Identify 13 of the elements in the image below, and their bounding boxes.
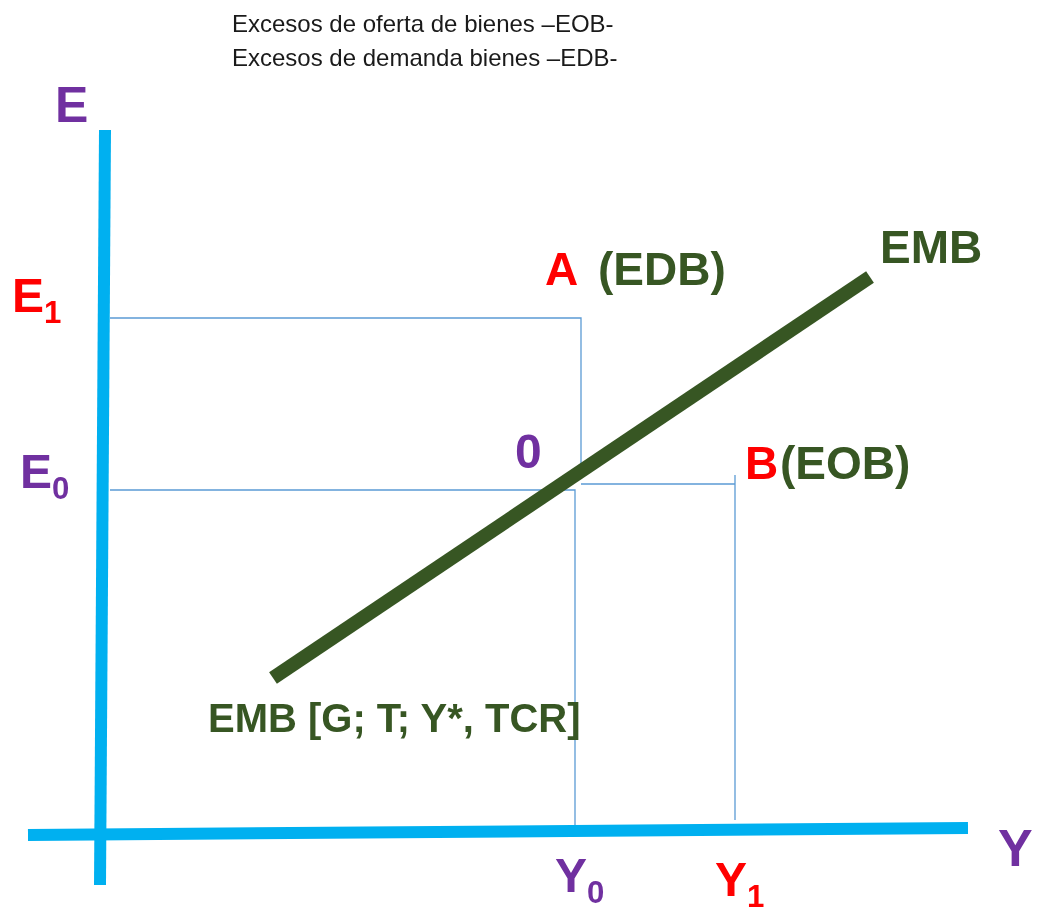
curve-label: EMB [G; T; Y*, TCR] [208,698,581,738]
axis-label: Y [998,822,1033,874]
point-label: B [745,440,779,486]
curve-label: EMB [880,224,983,270]
note-text: Excesos de oferta de bienes –EOB- [232,12,614,36]
tick-label: Y$_{1}$ [715,856,765,913]
tick-label: E$_{1}$ [12,272,62,329]
axis-label: E [55,80,89,130]
tick-label: Y$_{0}$ [555,852,605,909]
note-text: Excesos de demanda bienes –EDB- [232,46,618,70]
point-label: A [545,246,579,292]
tick-label: E$_{0}$ [20,448,70,505]
point-label: 0 [515,428,542,476]
